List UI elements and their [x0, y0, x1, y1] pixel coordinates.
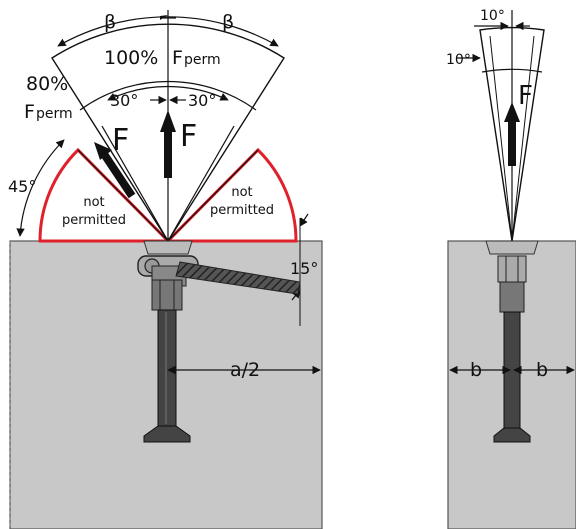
label-force-right-view: F	[518, 81, 533, 111]
label-fperm-80-sub: perm	[36, 106, 73, 122]
label-fperm-main-sub: perm	[184, 52, 221, 68]
label-b-right: b	[536, 359, 548, 381]
label-fperm-main: F	[172, 47, 183, 69]
angle-30-arc	[107, 85, 229, 101]
right-view	[447, 10, 576, 529]
force-arrow-left	[94, 142, 136, 199]
force-arrow-right-view	[504, 102, 520, 166]
label-15-deg: 15°	[290, 259, 318, 278]
label-45-deg: 45°	[8, 177, 36, 196]
label-fperm-80: F	[24, 101, 35, 123]
label-b-left: b	[470, 359, 482, 381]
label-100-percent: 100%	[104, 47, 158, 69]
label-not-permitted-left-2: permitted	[62, 213, 126, 228]
label-not-permitted-right-1: not	[231, 185, 252, 200]
label-10-left: 10°	[446, 52, 471, 68]
label-not-permitted-right-2: permitted	[210, 203, 274, 218]
label-not-permitted-left-1: not	[83, 195, 104, 210]
label-80-percent: 80%	[26, 73, 68, 95]
label-10-top: 10°	[480, 8, 505, 24]
not-permitted-zone-right	[164, 147, 298, 243]
label-beta-right: β	[222, 11, 234, 33]
label-30-right: 30°	[188, 91, 216, 110]
force-arrow-center	[160, 110, 176, 178]
label-force-center: F	[180, 119, 197, 154]
label-a-half: a/2	[230, 359, 260, 381]
left-view	[9, 10, 323, 529]
label-30-left: 30°	[110, 91, 138, 110]
label-beta-left: β	[104, 11, 116, 33]
angle-45-arc	[16, 139, 65, 237]
label-force-left: F	[112, 123, 129, 158]
beta-arc	[57, 16, 279, 47]
anchor-left	[137, 240, 301, 443]
